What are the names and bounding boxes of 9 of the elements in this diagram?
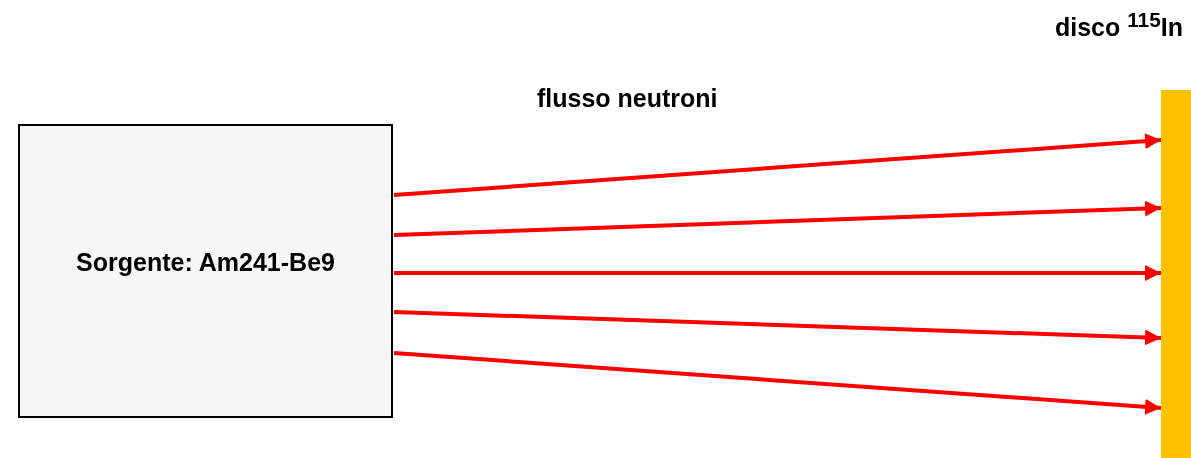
- source-label: Sorgente: Am241-Be9: [76, 247, 335, 277]
- arrow: [393, 133, 1162, 197]
- source-box: [18, 124, 393, 418]
- arrow: [394, 265, 1161, 281]
- arrow: [393, 200, 1162, 237]
- arrow: [393, 351, 1162, 415]
- arrow: [393, 310, 1162, 346]
- flow-label: flusso neutroni: [537, 84, 718, 113]
- disc-label: disco $^{115}$In: [1054, 8, 1183, 43]
